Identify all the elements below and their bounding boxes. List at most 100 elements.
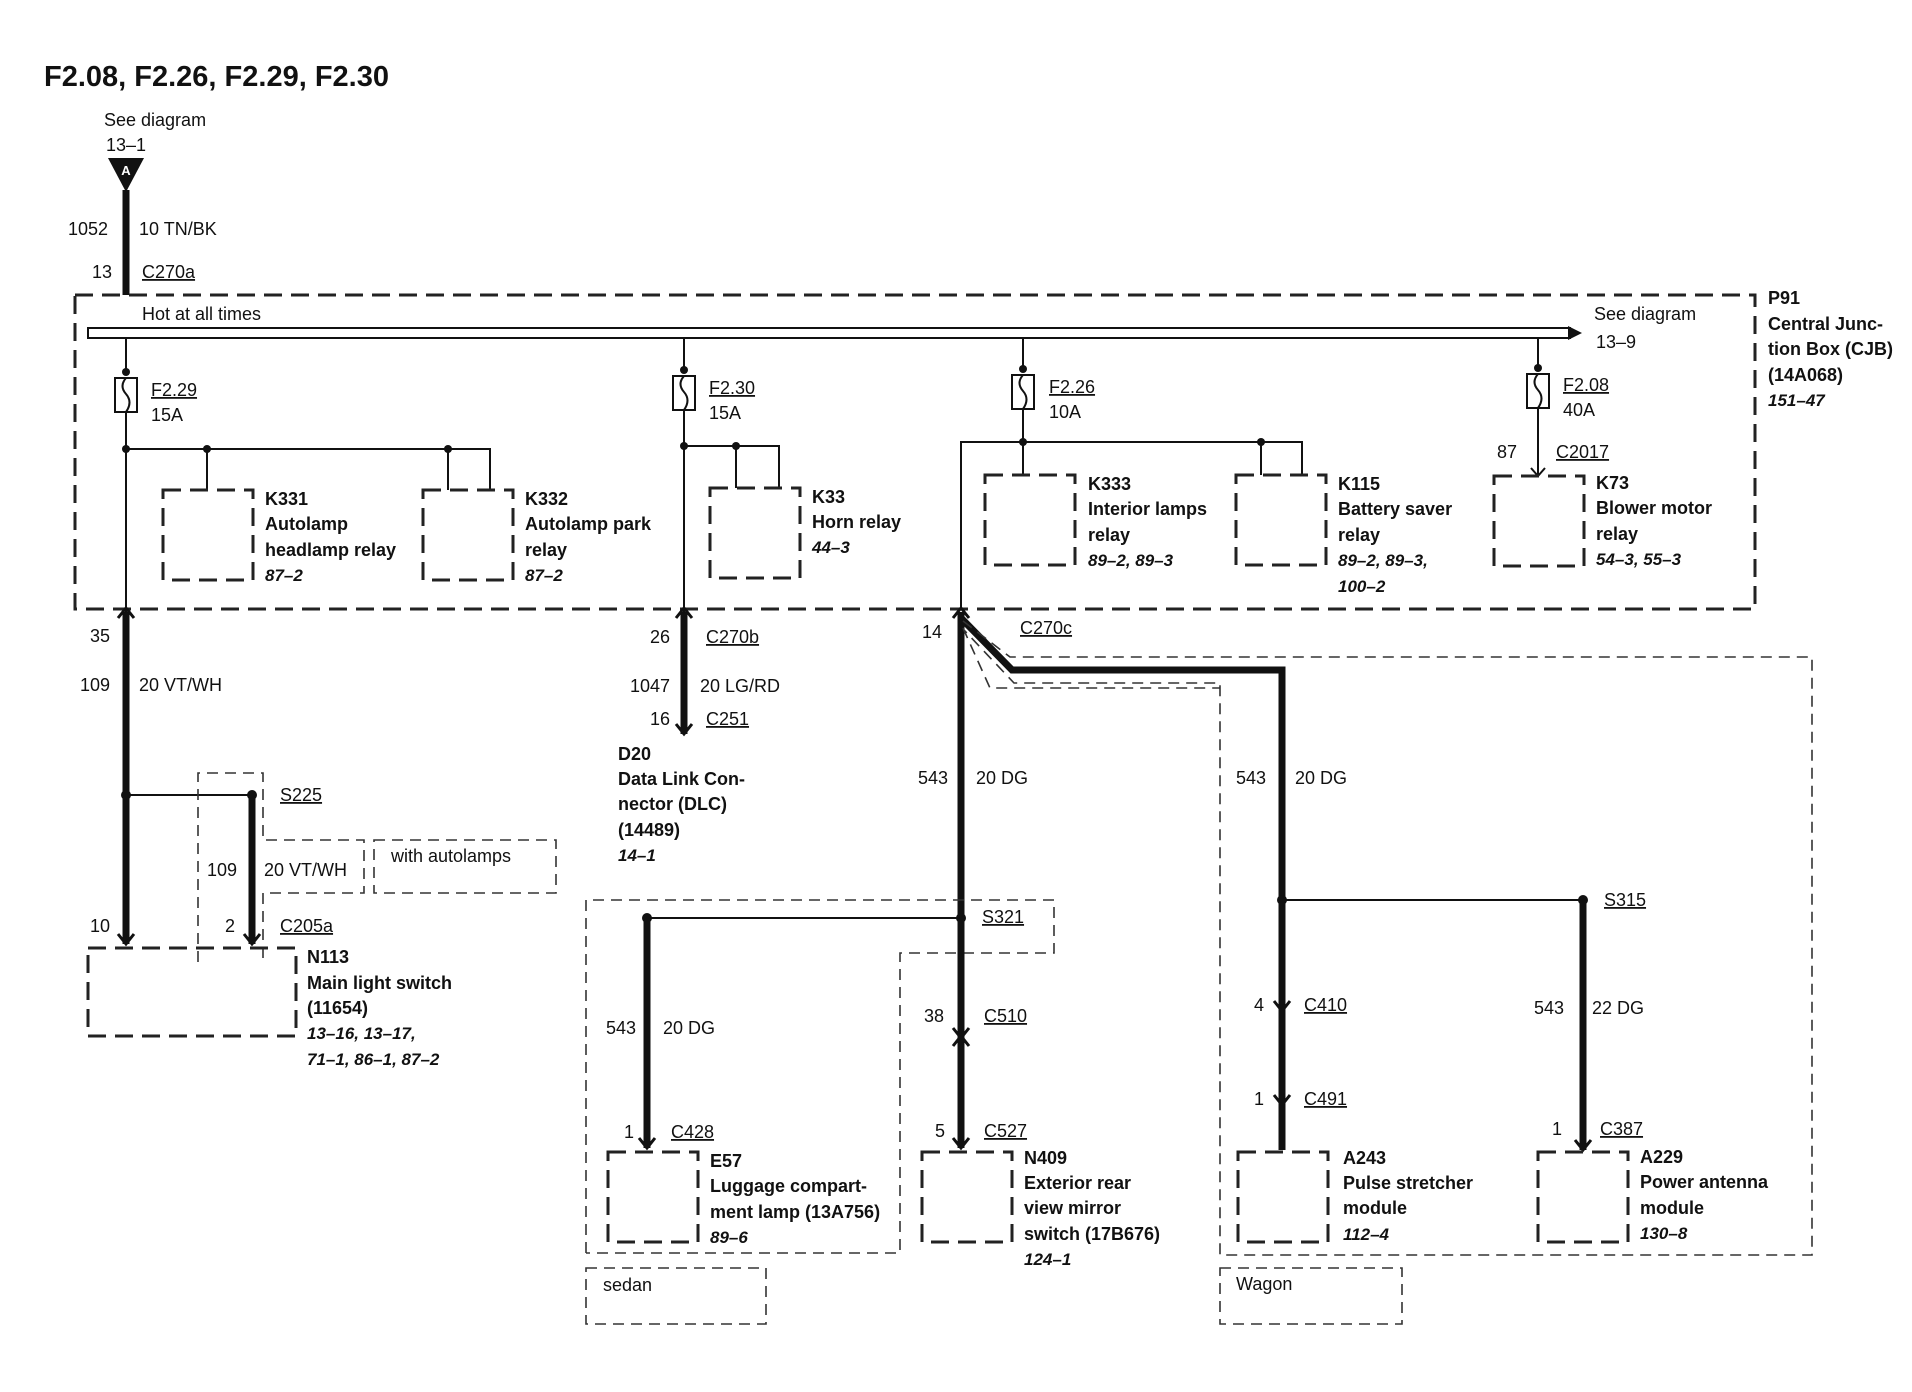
d20-l1: Data Link Con- [618,769,745,789]
cjb-part: (14A068) [1768,365,1843,385]
power-antenna-module [1536,1150,1630,1244]
relay-k333-id: K333 [1088,474,1131,494]
relay-k333-l1: Interior lamps [1088,499,1207,519]
n409-l3: switch (17B676) [1024,1224,1160,1244]
lamp-pin: 1 [624,1122,634,1142]
d20-ref: 14–1 [618,846,656,865]
n409-id: N409 [1024,1148,1067,1168]
sedan-label: sedan [603,1275,652,1295]
wire-pulse-stretcher [1272,900,1292,1150]
source-wire: 10 TN/BK [139,219,217,239]
lamp-connector: C428 [671,1122,714,1142]
mirror-connector-a: C510 [984,1006,1027,1026]
d20-id: D20 [618,744,651,764]
sedan-wire: 20 DG [976,768,1028,788]
e57-l2: ment lamp (13A756) [710,1202,880,1222]
cjb-id: P91 [1768,288,1800,308]
fuse-f2-08-amps: 40A [1563,400,1595,420]
dlc-wire: 20 LG/RD [700,676,780,696]
bus-see-ref: 13–9 [1596,332,1636,352]
relay-k331 [161,488,255,582]
relay-k73-connector: C2017 [1556,442,1609,462]
relay-k332-id: K332 [525,489,568,509]
connector-a-triangle-icon: A [108,158,144,192]
relay-k331-id: K331 [265,489,308,509]
relay-k115-id: K115 [1338,474,1380,494]
relay-k333 [983,473,1077,567]
dlc-pin-bottom: 16 [650,709,670,729]
relay-k115 [1234,473,1328,567]
sedan-option-box [585,899,1055,1254]
relay-k33-l1: Horn relay [812,512,901,532]
wire-109-main [116,605,262,947]
hot-bus [87,326,1582,340]
dlc-connector-top: C270b [706,627,759,647]
mirror-pin-b: 5 [935,1121,945,1141]
sedan-circuit: 543 [918,768,948,788]
relay-k331-l1: Autolamp [265,514,348,534]
exterior-mirror-switch [920,1150,1014,1244]
relay-k73-pin: 87 [1497,442,1517,462]
relay-k115-ref: 89–2, 89–3, [1338,551,1428,570]
mirror-connector-b: C527 [984,1121,1027,1141]
c270c-pin: 14 [922,622,942,642]
with-autolamps-label: with autolamps [390,846,511,866]
fuse-f2-29-amps: 15A [151,405,183,425]
a229-ref: 130–8 [1640,1224,1688,1243]
wagon-option-box [962,620,1813,1256]
lamp-wire: 20 DG [663,1018,715,1038]
source-see-label: See diagram [104,110,206,130]
wagon-connector-a: C410 [1304,995,1347,1015]
n113-id: N113 [307,947,349,967]
pulse-stretcher-module [1236,1150,1330,1244]
bus-label: Hot at all times [142,304,261,324]
wagon-label-box [1219,1267,1403,1325]
relay-k73-id: K73 [1596,473,1629,493]
autolamp-option-box [197,772,365,962]
relay-k332-ref: 87–2 [525,566,563,585]
e57-l1: Luggage compart- [710,1176,867,1196]
n113-ref2: 71–1, 86–1, 87–2 [307,1050,440,1069]
wagon-pin-b: 1 [1254,1089,1264,1109]
fuse-f2-30-id: F2.30 [709,378,755,398]
left-sub-wire: 20 VT/WH [264,860,347,880]
cjb-line2: tion Box (CJB) [1768,339,1893,359]
wiring-f2-29-relays [122,412,491,612]
ant-wire: 22 DG [1592,998,1644,1018]
relay-k332 [421,488,515,582]
relay-k333-l2: relay [1088,525,1130,545]
wagon-pin-a: 4 [1254,995,1264,1015]
left-pin-top: 35 [90,626,110,646]
left-wire: 20 VT/WH [139,675,222,695]
left-pin-a: 10 [90,916,110,936]
n113-l1: Main light switch [307,973,452,993]
left-pin-b: 2 [225,916,235,936]
ant-connector: C387 [1600,1119,1643,1139]
relay-k331-ref: 87–2 [265,566,303,585]
main-light-switch [86,946,298,1038]
wire-543-antenna [1282,895,1593,1153]
dlc-circuit: 1047 [630,676,670,696]
ant-circuit: 543 [1534,998,1564,1018]
n409-l2: view mirror [1024,1198,1121,1218]
fuse-f2-08-id: F2.08 [1563,375,1609,395]
relay-k115-ref2: 100–2 [1338,577,1386,596]
wiring-f2-26-relays [960,409,1303,609]
cjb-ref: 151–47 [1768,391,1826,410]
mirror-pin-a: 38 [924,1006,944,1026]
dlc-pin-top: 26 [650,627,670,647]
wagon-connector-b: C491 [1304,1089,1347,1109]
wire-543-luggage-lamp [637,913,961,1151]
wire-mirror-switch [951,918,971,1151]
relay-k333-ref: 89–2, 89–3 [1088,551,1174,570]
wagon-label: Wagon [1236,1274,1292,1294]
fuse-f2-26-amps: 10A [1049,402,1081,422]
source-circuit: 1052 [68,219,108,239]
a243-id: A243 [1343,1148,1386,1168]
ant-pin: 1 [1552,1119,1562,1139]
wagon-circuit: 543 [1236,768,1266,788]
relay-k33 [708,486,802,580]
wiring-f2-30-horn [680,410,780,612]
cjb-line1: Central Junc- [1768,314,1883,334]
